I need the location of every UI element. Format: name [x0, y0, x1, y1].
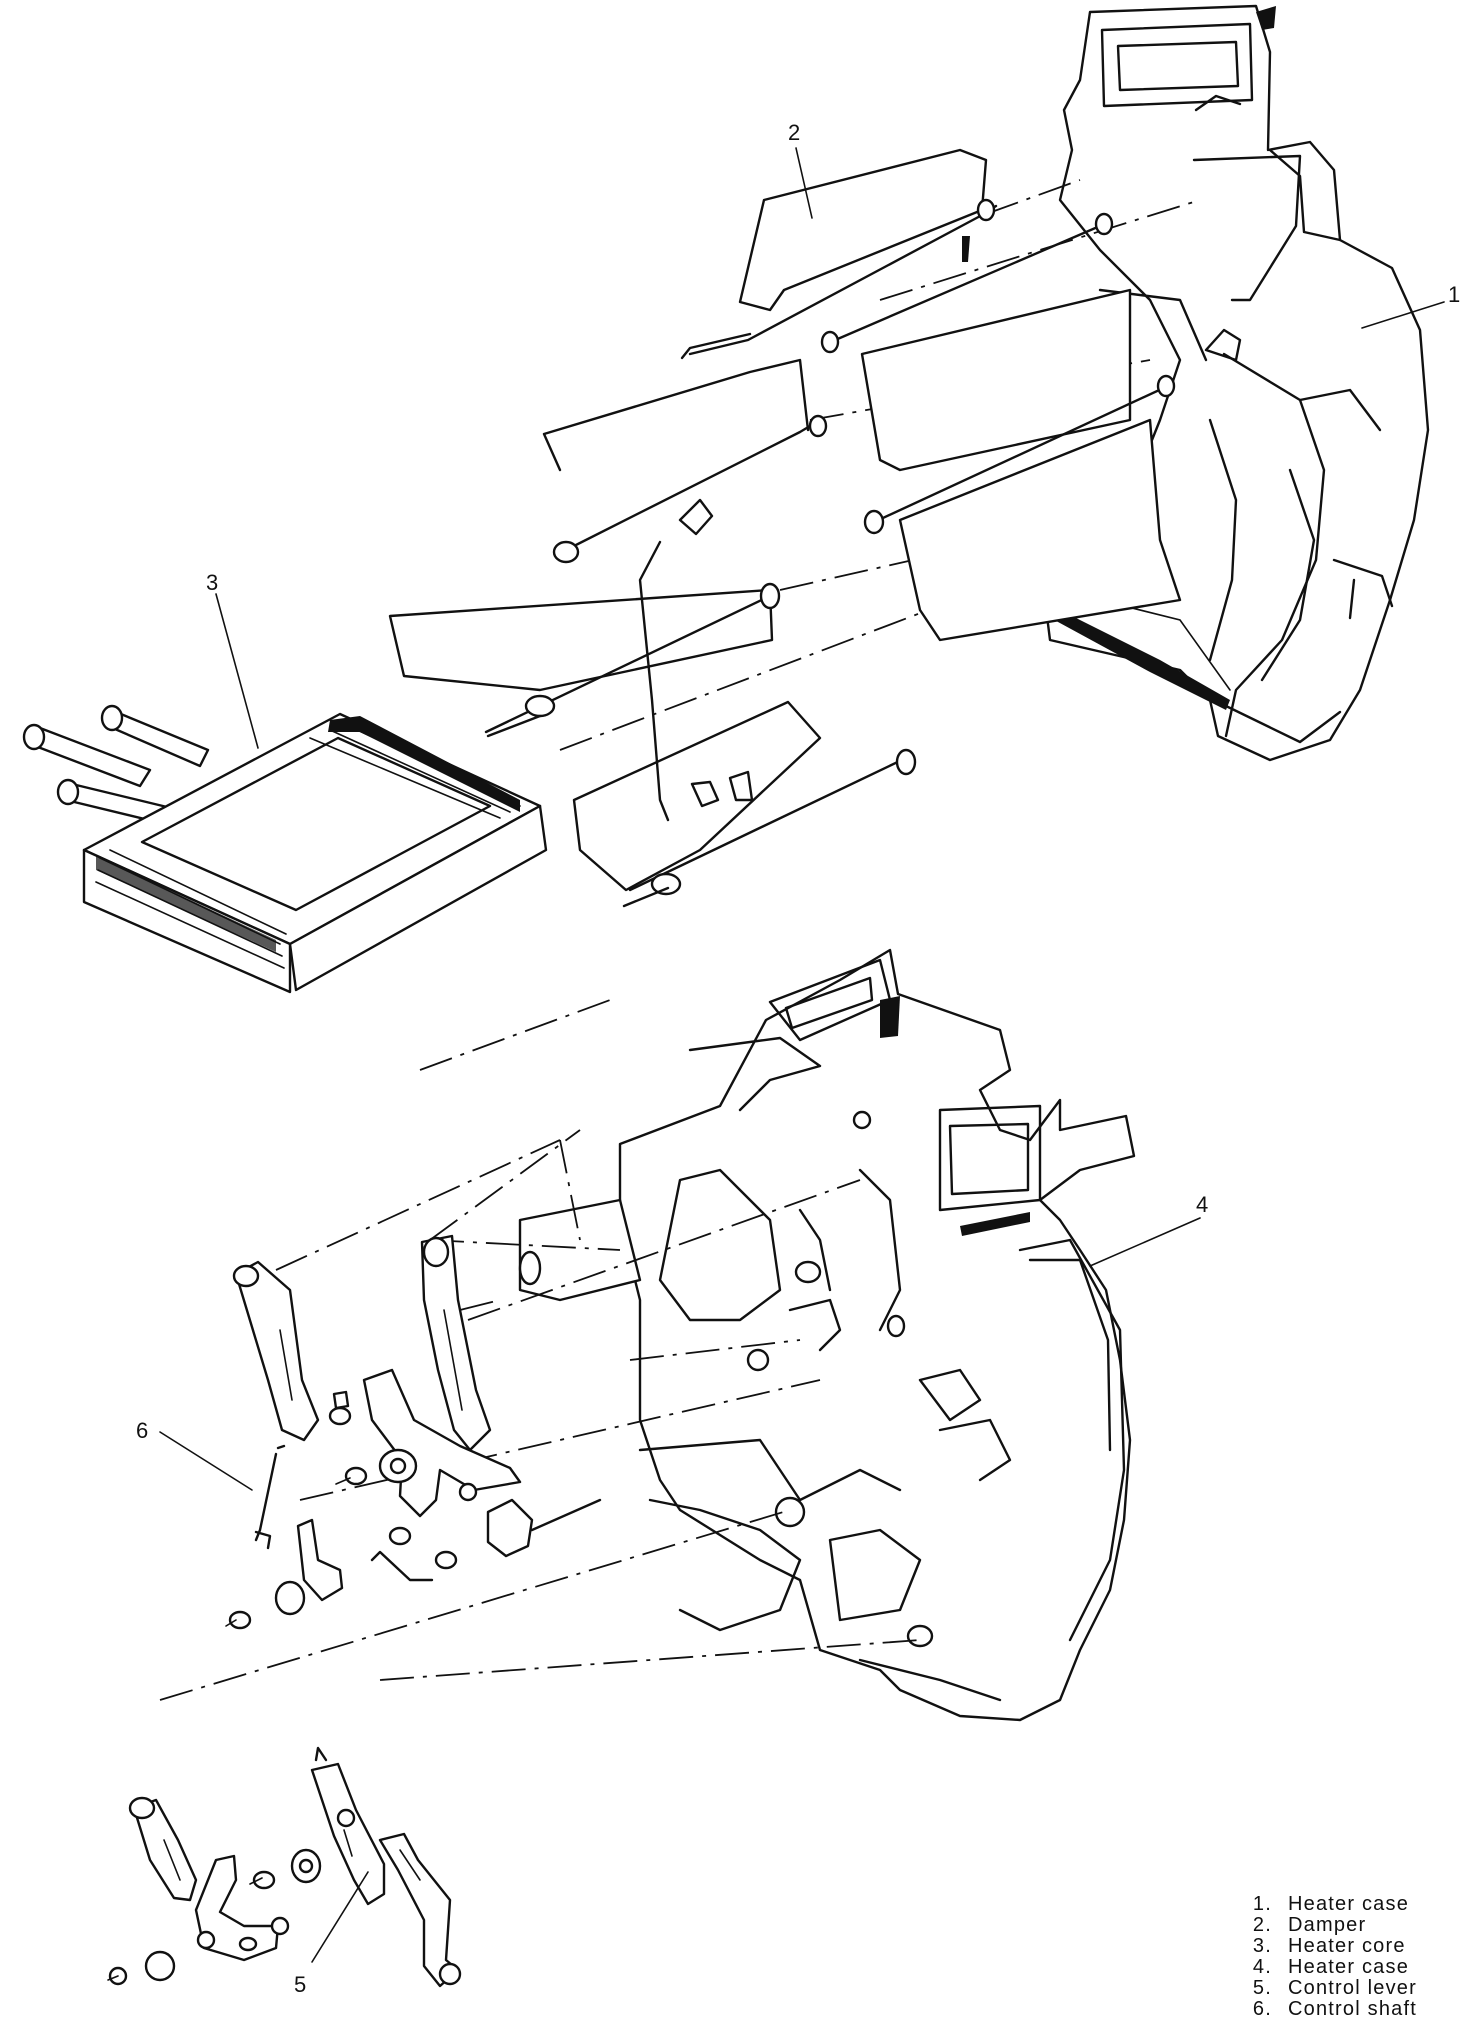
legend-item-3: 3. Heater core	[1232, 1936, 1470, 1957]
legend-label: Control lever	[1288, 1977, 1417, 1999]
callout-4: 4	[1196, 1192, 1208, 1217]
callouts: 1 2 3 4 5 6	[136, 120, 1460, 1997]
heater-core	[22, 704, 548, 994]
parts-legend: 1. Heater case 2. Damper 3. Heater core 4. H…	[1232, 1894, 1470, 2020]
legend-item-5: 5. Control lever	[1232, 1978, 1470, 1999]
legend-label: Heater core	[1288, 1935, 1406, 1957]
legend-label: Heater case	[1288, 1956, 1410, 1978]
callout-3: 3	[206, 570, 218, 595]
alignment-lines-lower	[159, 999, 921, 1701]
legend-number: 4.	[1252, 1956, 1272, 1978]
callout-1: 1	[1448, 282, 1460, 307]
legend-number: 1.	[1252, 1893, 1272, 1915]
legend-item-4: 4. Heater case	[1232, 1957, 1470, 1978]
legend-label: Damper	[1288, 1914, 1367, 1936]
legend-number: 2.	[1252, 1914, 1272, 1936]
legend-item-1: 1. Heater case	[1232, 1894, 1470, 1915]
legend-number: 5.	[1252, 1977, 1272, 1999]
legend-label: Control shaft	[1288, 1998, 1417, 2020]
legend-number: 6.	[1252, 1998, 1272, 2020]
heater-case-lower	[518, 948, 1136, 1722]
control-linkage	[107, 1234, 602, 1988]
damper-set	[388, 148, 1182, 908]
legend-label: Heater case	[1288, 1893, 1410, 1915]
legend-number: 3.	[1252, 1935, 1272, 1957]
legend-item-2: 2. Damper	[1232, 1915, 1470, 1936]
callout-2: 2	[788, 120, 800, 145]
callout-5: 5	[294, 1972, 306, 1997]
legend-item-6: 6. Control shaft	[1232, 1999, 1470, 2020]
callout-6: 6	[136, 1418, 148, 1443]
